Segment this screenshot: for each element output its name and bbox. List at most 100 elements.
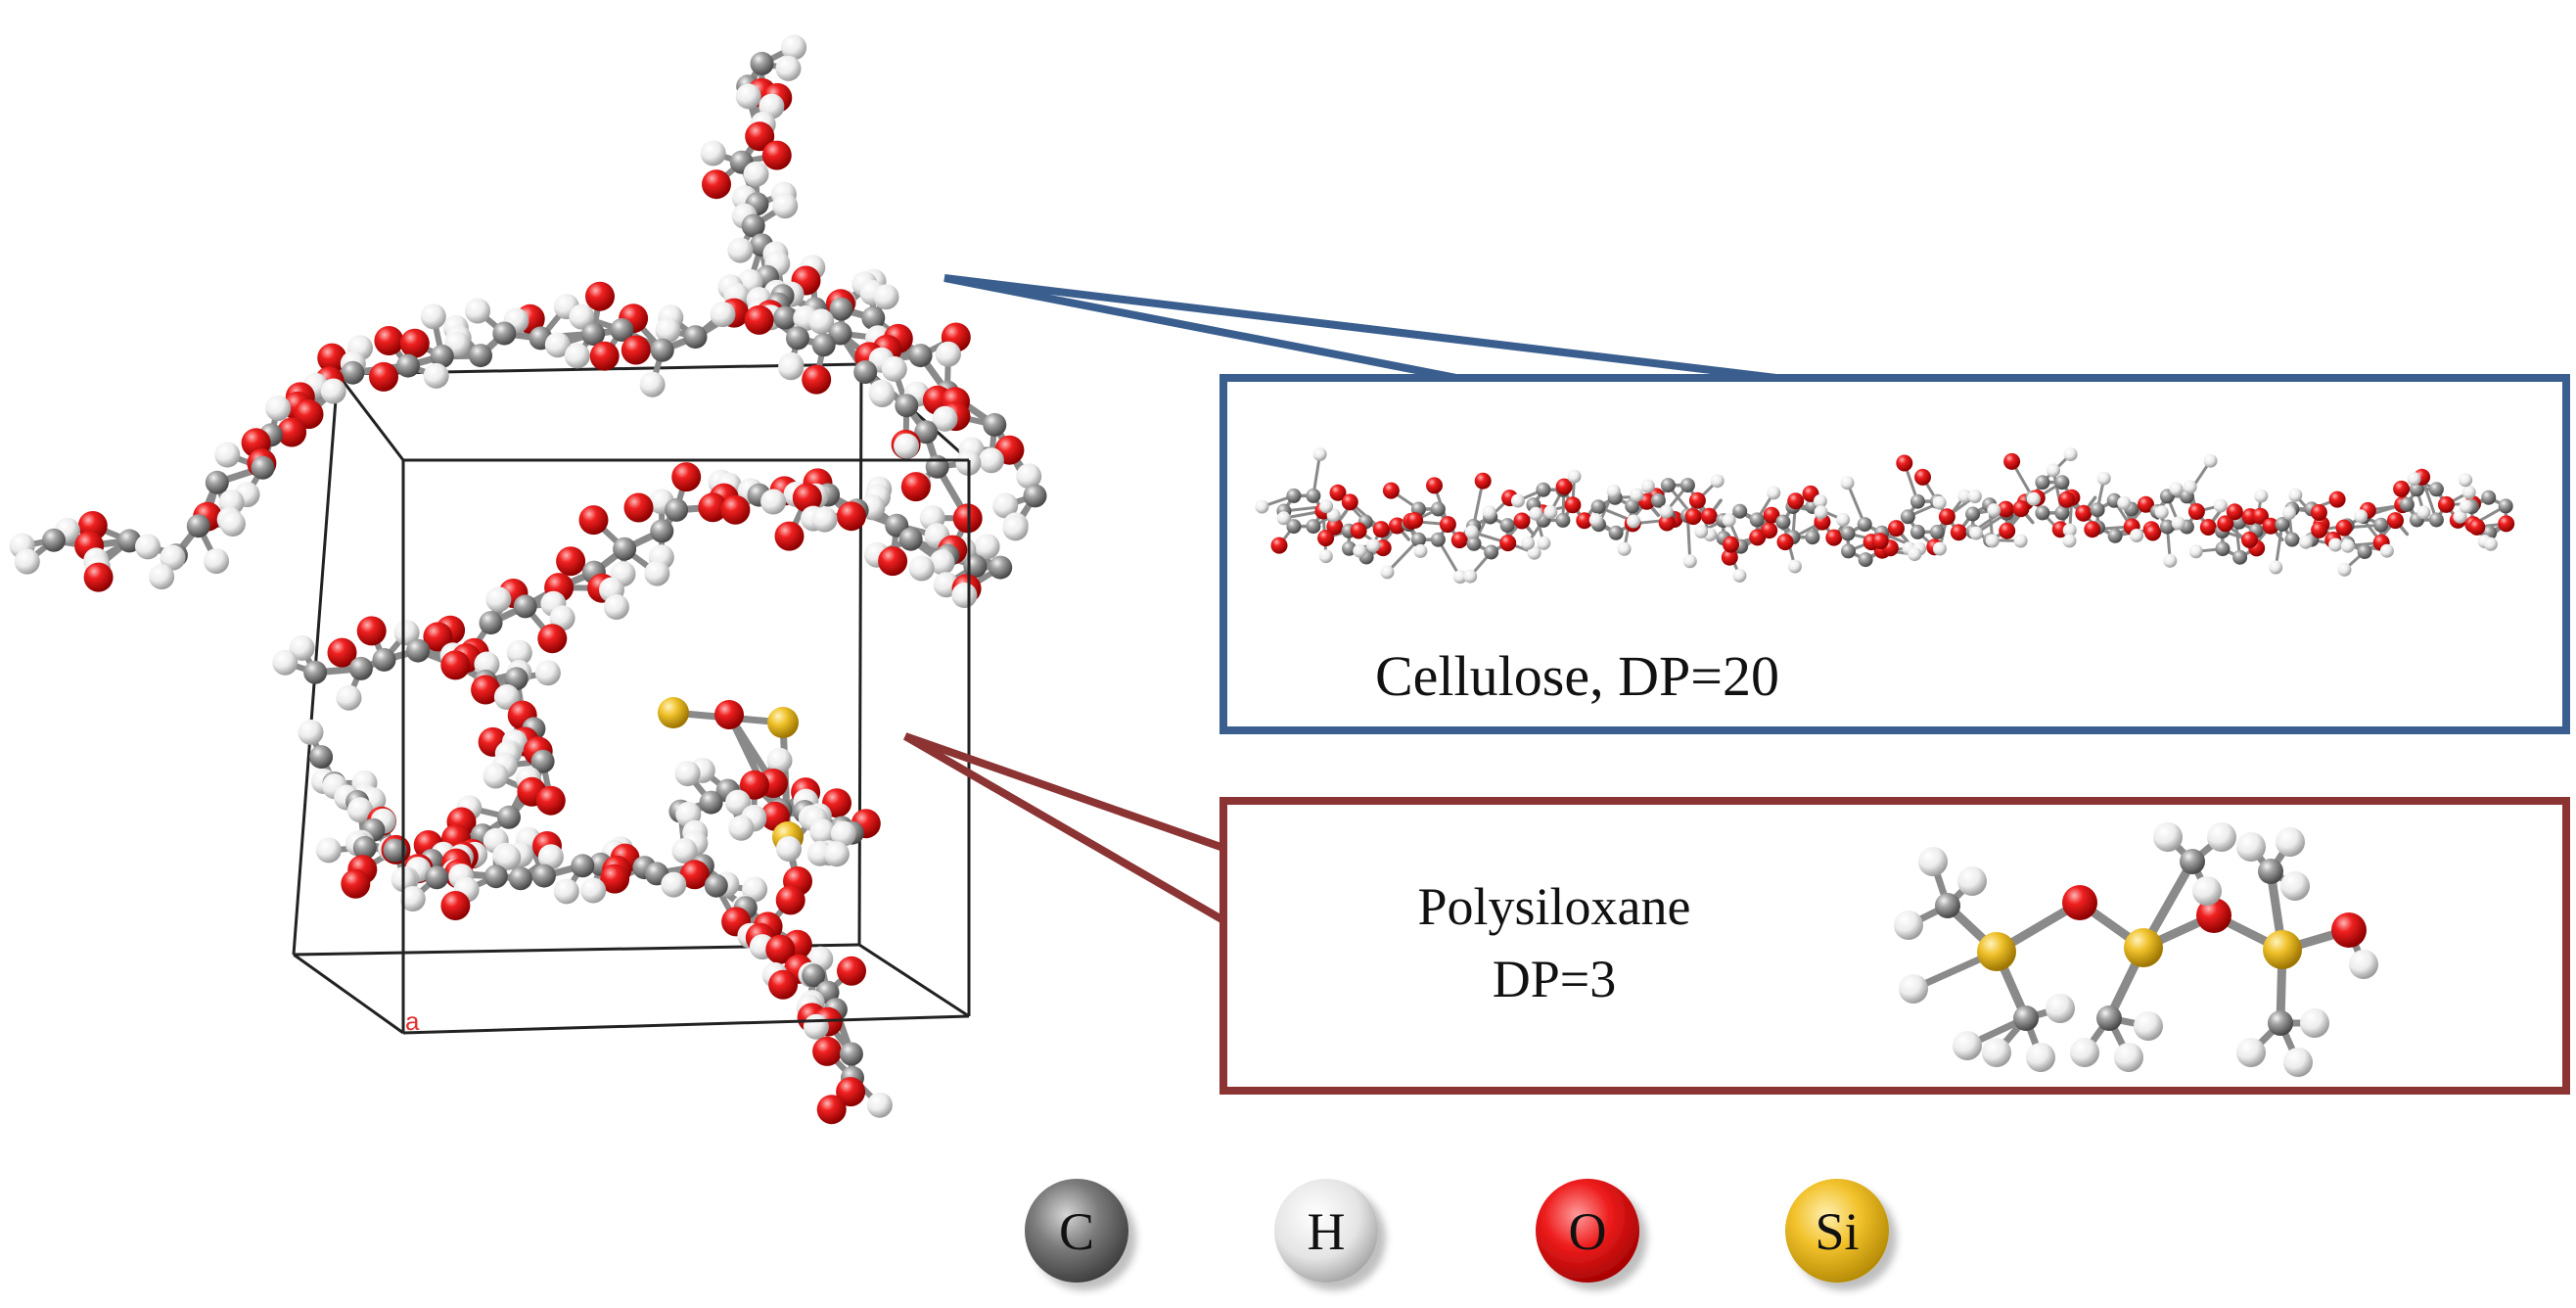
oxygen-atom	[2187, 503, 2205, 520]
element-legend: C H O Si	[1025, 1179, 1889, 1283]
hydrogen-atom	[644, 560, 670, 586]
hydrogen-atom	[1413, 543, 1428, 558]
oxygen-atom	[774, 521, 805, 551]
hydrogen-atom	[1732, 568, 1747, 583]
carbon-atom	[1679, 478, 1695, 493]
carbon-atom	[1749, 512, 1765, 528]
hydrogen-atom	[830, 820, 856, 847]
oxygen-atom	[1914, 468, 1931, 486]
oxygen-atom	[2310, 504, 2327, 521]
oxygen-atom	[720, 494, 751, 525]
carbon-atom	[1466, 536, 1482, 551]
legend-label-hydrogen: H	[1308, 1202, 1346, 1261]
carbon-atom	[2428, 512, 2444, 528]
hydrogen-atom	[2254, 489, 2269, 503]
carbon-atom	[1484, 544, 1499, 560]
oxygen-atom	[714, 700, 744, 729]
legend-item-silicon: Si	[1785, 1179, 1889, 1283]
carbon-atom	[483, 864, 508, 889]
carbon-atom	[898, 527, 923, 551]
oxygen-atom	[1999, 522, 2016, 539]
oxygen-atom	[2328, 490, 2346, 508]
oxygen-atom	[2226, 503, 2243, 521]
hydrogen-atom	[272, 649, 299, 676]
hydrogen-atom	[1985, 534, 2000, 548]
carbon-atom	[2035, 475, 2050, 490]
hydrogen-atom	[661, 871, 687, 898]
carbon-atom	[251, 455, 275, 480]
hydrogen-atom	[14, 548, 40, 575]
legend-label-carbon: C	[1059, 1202, 1094, 1261]
hydrogen-atom	[1588, 513, 1603, 528]
carbon-atom	[802, 963, 826, 988]
carbon-atom	[1342, 540, 1357, 556]
bond	[1385, 537, 1420, 574]
hydrogen-atom	[811, 506, 838, 533]
hydrogen-atom	[2461, 485, 2476, 499]
carbon-atom	[2013, 1005, 2039, 1031]
hydrogen-atom	[2349, 950, 2378, 979]
hydrogen-atom	[320, 378, 346, 404]
oxygen-atom	[1406, 512, 1424, 529]
hydrogen-atom	[2207, 822, 2236, 852]
hydrogen-atom	[710, 302, 736, 328]
hydrogen-atom	[1722, 513, 1736, 528]
hydrogen-atom	[2299, 535, 2313, 549]
hydrogen-atom	[2269, 560, 2283, 575]
carbon-atom	[1732, 503, 1748, 519]
hydrogen-atom	[2063, 447, 2078, 462]
oxygen-atom	[369, 361, 398, 392]
oxygen-atom	[1871, 533, 1889, 550]
carbon-atom	[1935, 893, 1960, 918]
oxygen-atom	[2331, 912, 2367, 948]
carbon-atom	[1857, 517, 1872, 533]
oxygen-atom	[679, 860, 710, 890]
oxygen-atom	[1474, 472, 1492, 490]
silicon-atom	[658, 697, 689, 728]
oxygen-atom	[1450, 532, 1468, 549]
hydrogen-atom	[1640, 479, 1655, 493]
hydrogen-atom	[2062, 523, 2077, 537]
carbon-atom	[2481, 490, 2497, 505]
hydrogen-atom	[1787, 559, 1802, 574]
hydrogen-atom	[603, 594, 629, 620]
hydrogen-atom	[2300, 1008, 2329, 1038]
oxygen-atom	[83, 562, 114, 592]
carbon-atom	[531, 864, 556, 888]
oxygen-atom	[537, 624, 568, 654]
cell-edge	[293, 953, 404, 1035]
carbon-atom	[2090, 502, 2105, 518]
hydrogen-atom	[2171, 516, 2185, 531]
hydrogen-atom	[803, 1013, 829, 1040]
oxygen-atom	[423, 622, 453, 652]
oxygen-atom	[2138, 495, 2154, 513]
oxygen-atom	[585, 281, 615, 311]
hydrogen-atom	[974, 534, 1000, 560]
oxygen-atom	[2075, 504, 2093, 522]
oxygen-atom	[1776, 534, 1794, 551]
hydrogen-atom	[483, 763, 509, 789]
oxygen-atom	[277, 417, 307, 447]
hydrogen-atom	[2013, 534, 2028, 548]
hydrogen-atom	[1255, 499, 1269, 514]
hydrogen-atom	[894, 433, 920, 459]
oxygen-atom	[2058, 490, 2076, 508]
carbon-atom	[513, 594, 537, 619]
carbon-atom	[1555, 512, 1571, 528]
carbon-atom	[2284, 532, 2300, 547]
hydrogen-atom	[674, 761, 701, 787]
hydrogen-atom	[778, 354, 805, 381]
hydrogen-atom	[760, 489, 787, 515]
carbon-atom	[309, 745, 334, 770]
hydrogen-atom	[992, 492, 1019, 519]
hydrogen-atom	[399, 886, 426, 911]
hydrogen-atom	[2183, 480, 2197, 494]
carbon-atom	[610, 318, 634, 342]
carbon-atom	[665, 497, 689, 522]
hydrogen-atom	[978, 447, 1004, 474]
hydrogen-atom	[2379, 543, 2394, 558]
hydrogen-atom	[1967, 490, 1982, 503]
hydrogen-atom	[2130, 529, 2144, 542]
carbon-atom	[989, 555, 1013, 580]
oxygen-atom	[702, 169, 731, 200]
